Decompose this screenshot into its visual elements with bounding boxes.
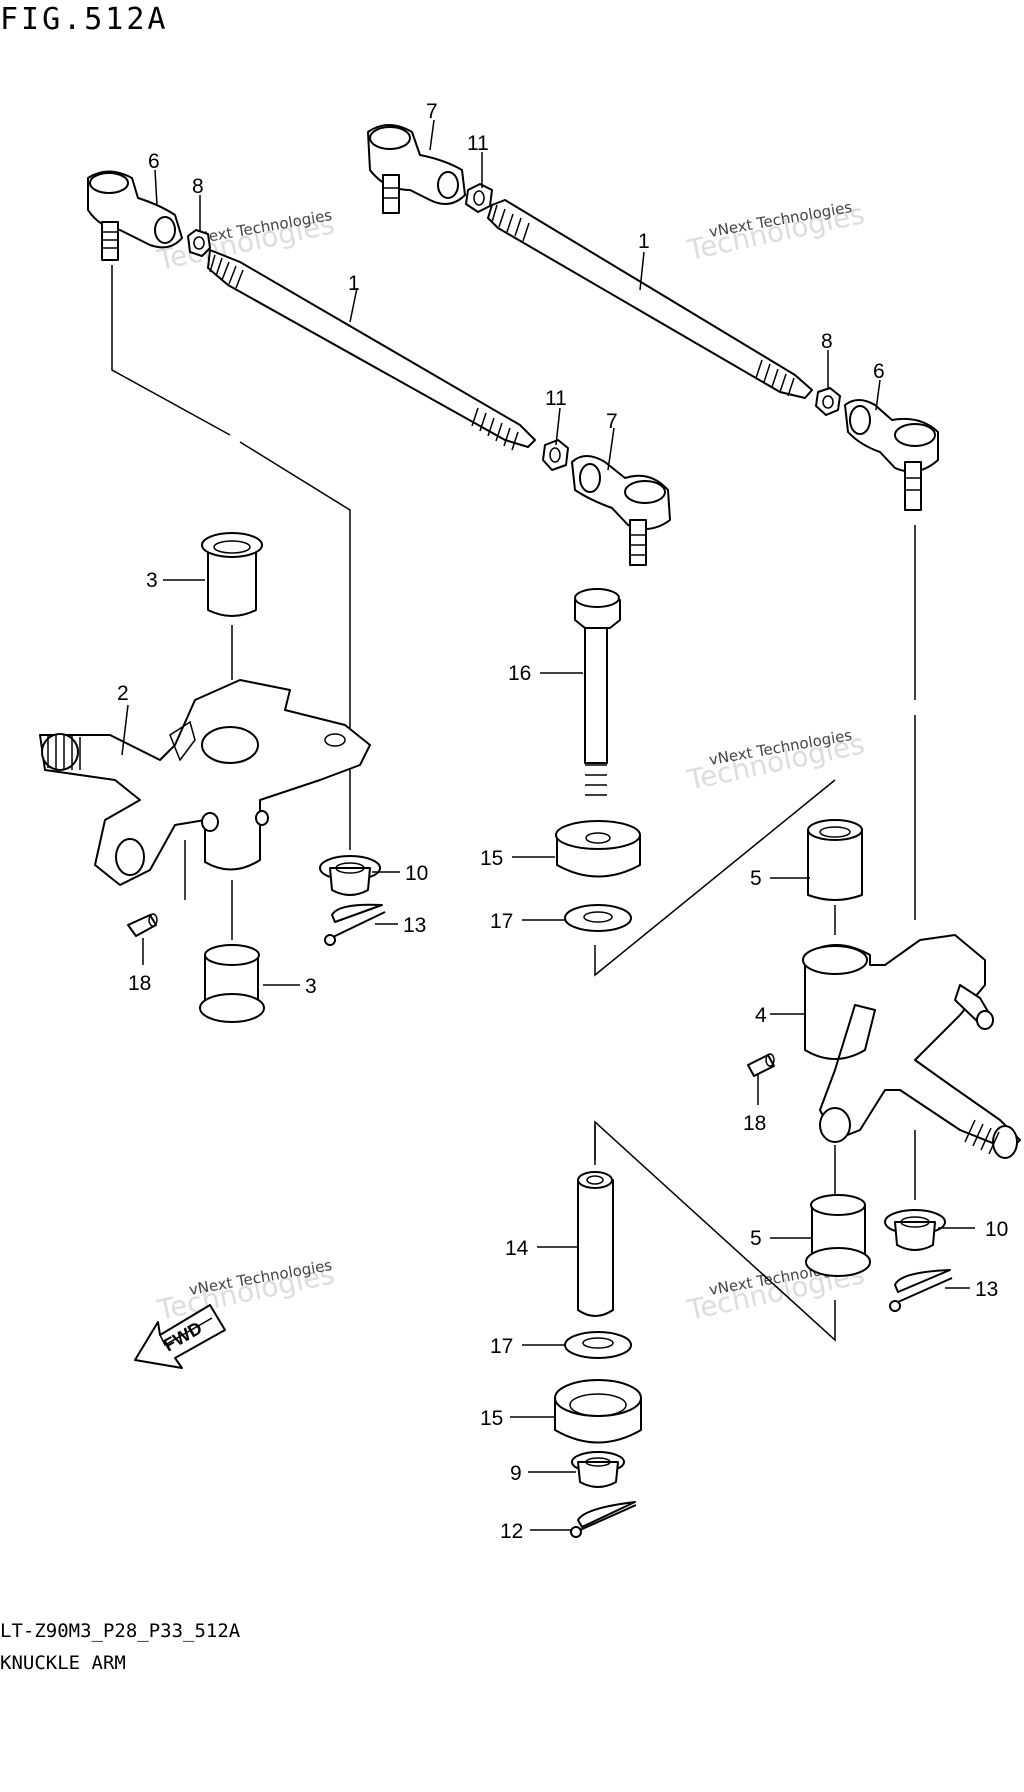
castle-nut-right <box>884 1209 946 1251</box>
callout-label: 16 <box>508 662 531 685</box>
cotter-pin-left <box>324 903 386 946</box>
callout-label: 6 <box>148 150 160 173</box>
callout-label: 4 <box>755 1004 767 1027</box>
callout-label: 2 <box>117 682 129 705</box>
callout-label: 6 <box>873 360 885 383</box>
tie-rod-left <box>87 170 671 566</box>
callout-label: 8 <box>821 330 833 353</box>
callout-label: 11 <box>467 132 489 155</box>
cotter-pin-right <box>889 1269 953 1312</box>
callout-label: 8 <box>192 175 204 198</box>
center-lower-stack <box>554 1171 642 1538</box>
callout-label: 17 <box>490 1335 513 1358</box>
castle-nut-left <box>319 855 381 896</box>
callout-label: 17 <box>490 910 513 933</box>
callout-label: 5 <box>750 1227 762 1250</box>
callout-label: 3 <box>146 569 158 592</box>
callout-label: 18 <box>128 972 151 995</box>
callout-label: 1 <box>348 272 360 295</box>
callout-label: 15 <box>480 847 503 870</box>
callout-label: 15 <box>480 1407 503 1430</box>
leader-lines <box>121 119 975 1531</box>
figure-title: FIG.512A <box>0 2 169 37</box>
callout-label: 1 <box>638 230 650 253</box>
knuckle-left-assembly <box>39 532 371 1023</box>
center-upper-stack <box>555 588 641 932</box>
knuckle-right-assembly <box>747 819 1021 1277</box>
callout-label: 12 <box>500 1520 523 1543</box>
callout-label: 9 <box>510 1462 522 1485</box>
callout-label: 3 <box>305 975 317 998</box>
callout-label: 7 <box>606 410 618 433</box>
tie-rod-right <box>367 124 939 511</box>
callout-label: 11 <box>545 387 567 410</box>
callout-label: 18 <box>743 1112 766 1135</box>
callout-label: 7 <box>426 100 438 123</box>
callout-label: 10 <box>985 1218 1008 1241</box>
callout-label: 13 <box>403 914 426 937</box>
assembly-guide-lines <box>111 265 916 1342</box>
callout-label: 14 <box>505 1237 529 1260</box>
callout-labels: 1 1 2 3 3 4 5 5 6 6 7 7 8 8 9 10 10 11 1… <box>117 100 1008 1543</box>
model-code: LT-Z90M3_P28_P33_512A <box>0 1620 241 1642</box>
callout-label: 13 <box>975 1278 998 1301</box>
callout-label: 10 <box>405 862 428 885</box>
section-name: KNUCKLE ARM <box>0 1652 126 1674</box>
callout-label: 5 <box>750 867 762 890</box>
